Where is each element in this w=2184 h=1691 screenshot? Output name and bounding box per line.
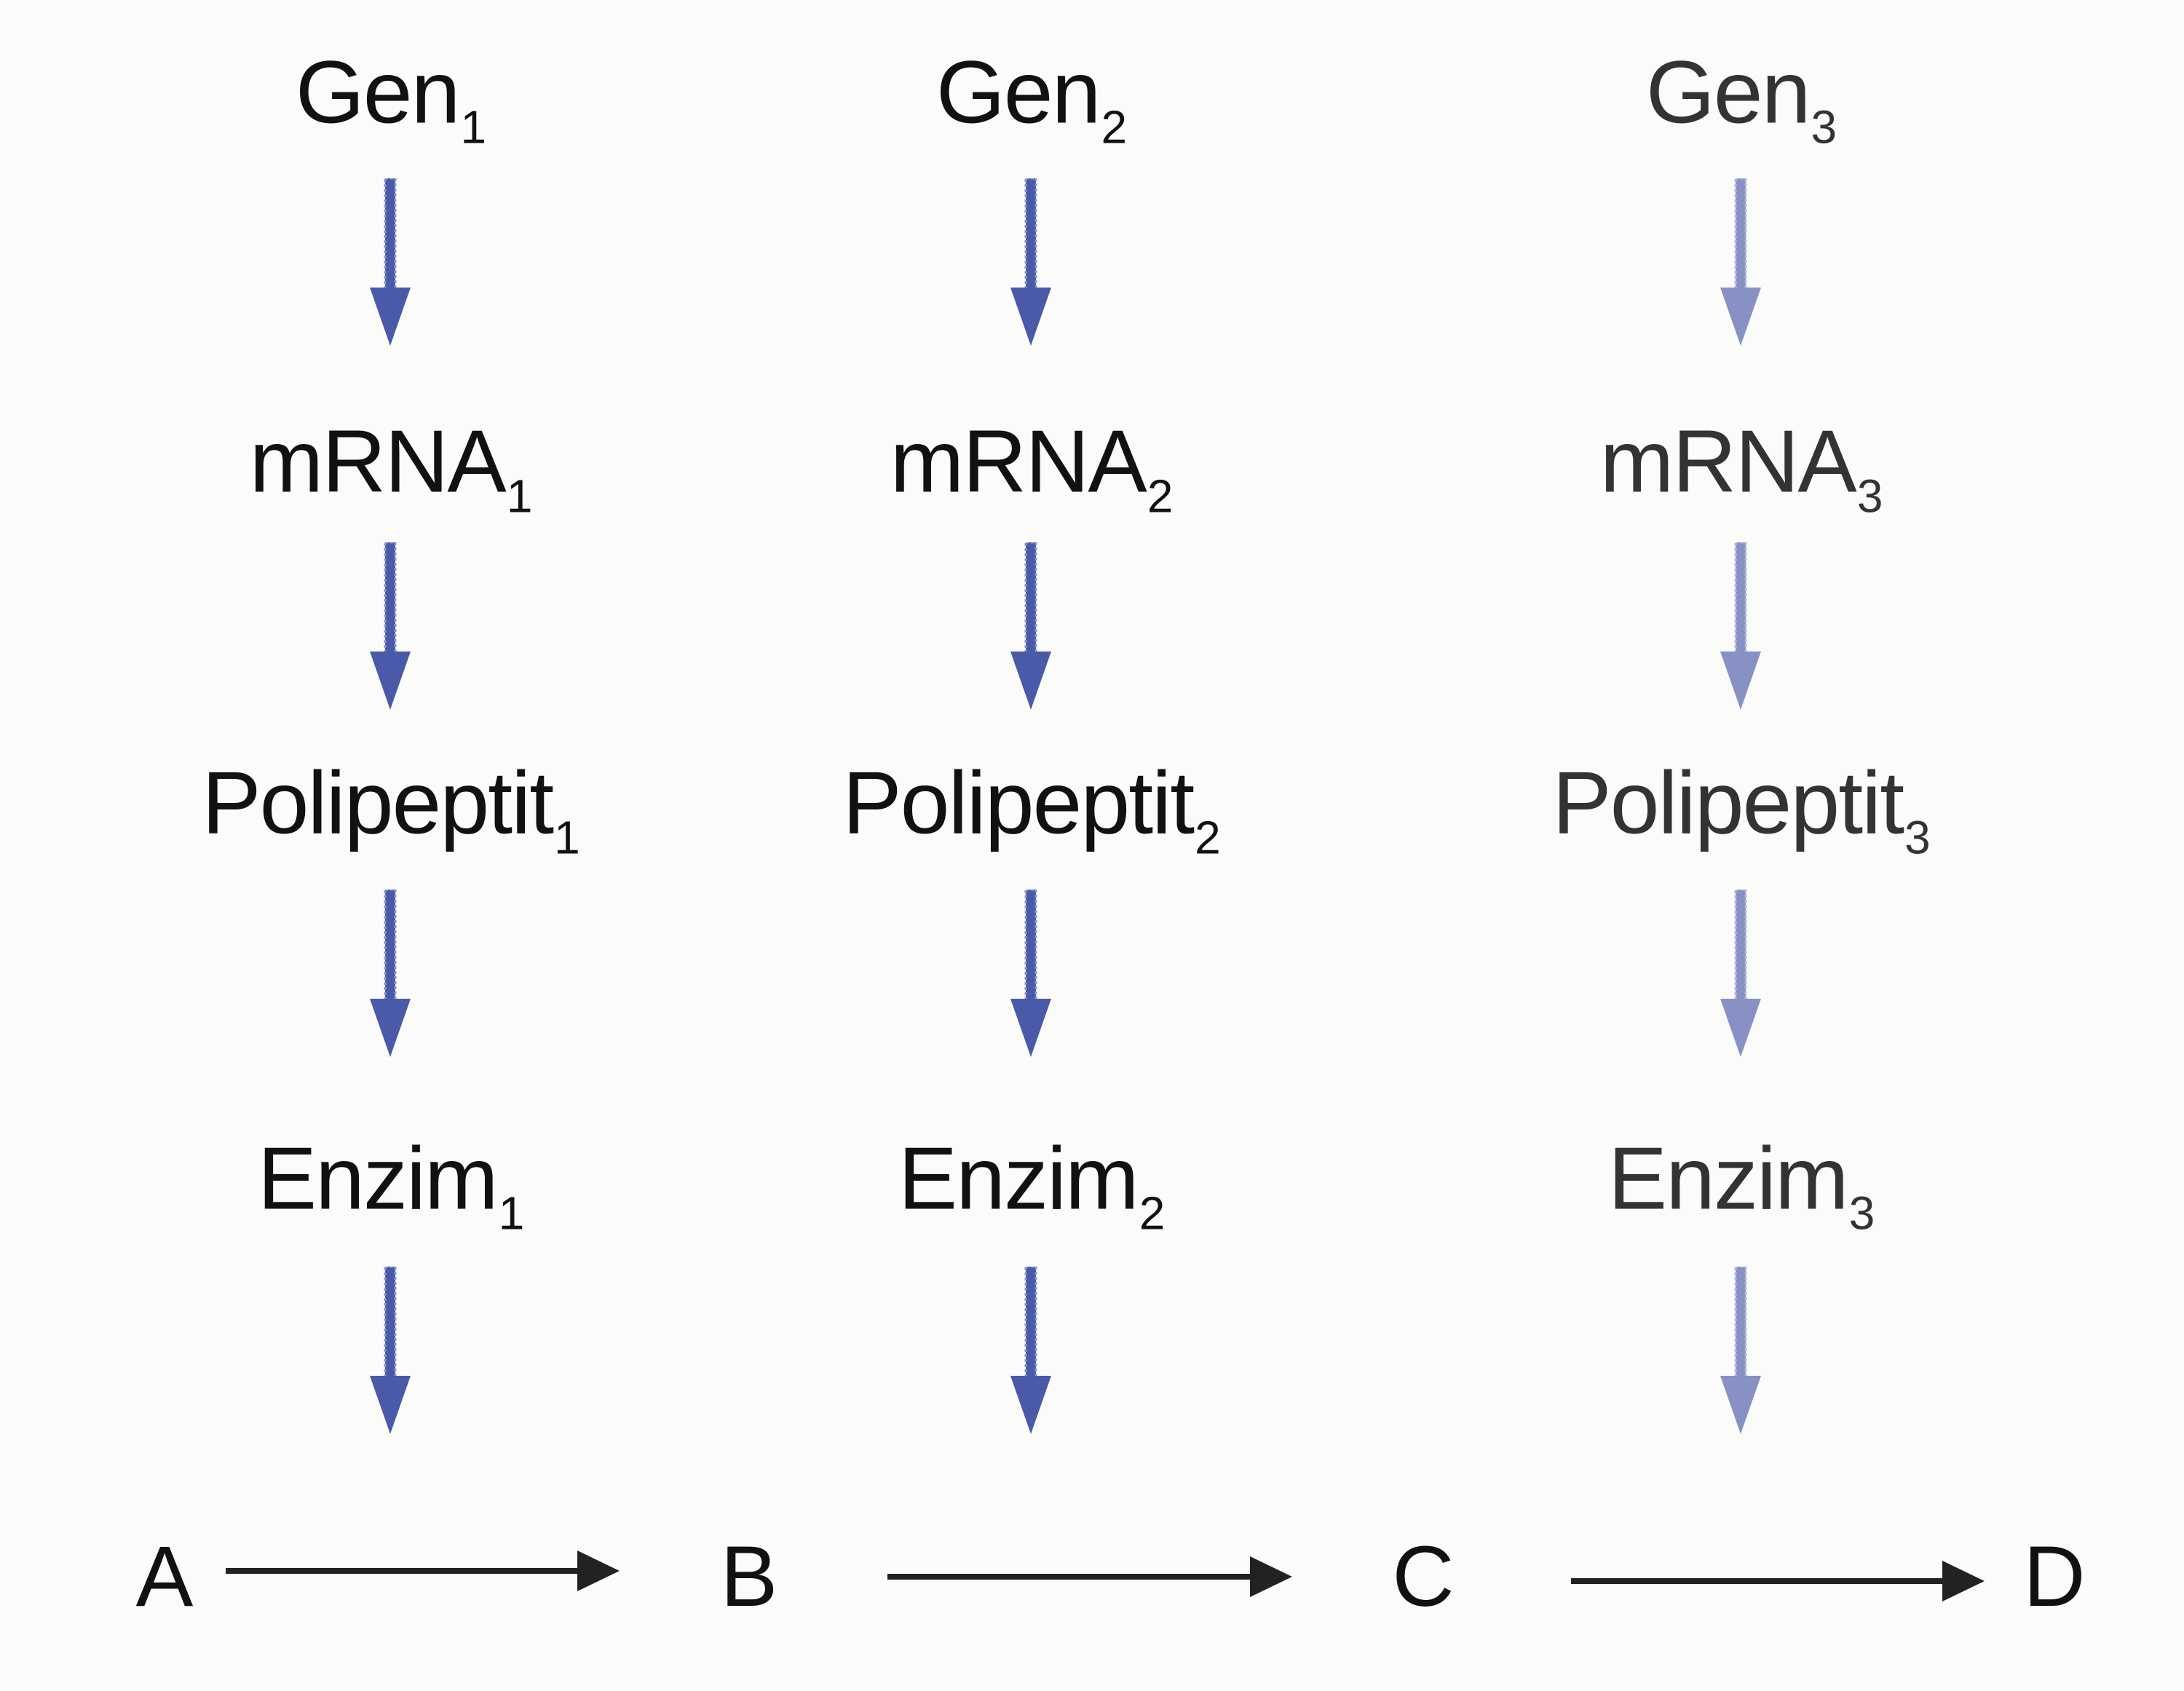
label-subscript: 3 xyxy=(1811,100,1837,154)
enzyme-1-label: Enzim1 xyxy=(257,1128,525,1240)
poly-3-label: Polipeptit3 xyxy=(1552,752,1931,865)
down-arrow-icon xyxy=(1720,890,1761,1057)
down-arrow-icon xyxy=(370,1267,411,1434)
substance-c: C xyxy=(1392,1529,1455,1625)
label-subscript: 1 xyxy=(498,1187,525,1240)
label-text: Gen xyxy=(935,42,1101,142)
substance-b: B xyxy=(720,1529,778,1625)
down-arrow-icon xyxy=(370,890,411,1057)
label-text: mRNA xyxy=(890,411,1147,511)
down-arrow-icon xyxy=(1720,1267,1761,1434)
label-text: Gen xyxy=(1645,42,1811,142)
label-text: Enzim xyxy=(1607,1128,1849,1228)
gene-1-label: Gen1 xyxy=(295,41,487,154)
label-subscript: 3 xyxy=(1856,470,1883,523)
label-text: Enzim xyxy=(898,1128,1139,1228)
label-subscript: 1 xyxy=(506,470,533,523)
mrna-3-label: mRNA3 xyxy=(1599,411,1883,523)
down-arrow-icon xyxy=(1010,178,1051,346)
poly-1-label: Polipeptit1 xyxy=(202,752,580,865)
right-arrow-icon xyxy=(887,1556,1292,1597)
right-arrow-icon xyxy=(1571,1561,1985,1601)
label-subscript: 3 xyxy=(1904,811,1931,864)
label-subscript: 1 xyxy=(554,811,580,864)
label-text: Polipeptit xyxy=(1552,753,1904,852)
down-arrow-icon xyxy=(1720,542,1761,710)
substance-a: A xyxy=(135,1529,194,1625)
label-text: Gen xyxy=(295,42,461,142)
label-subscript: 2 xyxy=(1147,470,1174,523)
down-arrow-icon xyxy=(370,178,411,346)
label-subscript: 2 xyxy=(1101,100,1128,154)
down-arrow-icon xyxy=(1010,542,1051,710)
label-subscript: 3 xyxy=(1848,1187,1875,1240)
down-arrow-icon xyxy=(1010,890,1051,1057)
gene-2-label: Gen2 xyxy=(935,41,1128,154)
label-text: mRNA xyxy=(249,411,507,511)
substance-d: D xyxy=(2023,1529,2086,1625)
mrna-2-label: mRNA2 xyxy=(890,411,1174,523)
label-subscript: 2 xyxy=(1139,1187,1166,1240)
label-text: Polipeptit xyxy=(202,753,554,852)
label-text: Polipeptit xyxy=(842,753,1195,852)
label-text: Enzim xyxy=(257,1128,499,1228)
enzyme-2-label: Enzim2 xyxy=(898,1128,1166,1240)
mrna-1-label: mRNA1 xyxy=(249,411,533,523)
enzyme-3-label: Enzim3 xyxy=(1607,1128,1875,1240)
poly-2-label: Polipeptit2 xyxy=(842,752,1221,865)
gene-3-label: Gen3 xyxy=(1645,41,1837,154)
label-subscript: 2 xyxy=(1195,811,1221,864)
label-subscript: 1 xyxy=(460,100,487,154)
label-text: mRNA xyxy=(1599,411,1857,511)
right-arrow-icon xyxy=(226,1551,620,1591)
down-arrow-icon xyxy=(1720,178,1761,346)
down-arrow-icon xyxy=(1010,1267,1051,1434)
down-arrow-icon xyxy=(370,542,411,710)
